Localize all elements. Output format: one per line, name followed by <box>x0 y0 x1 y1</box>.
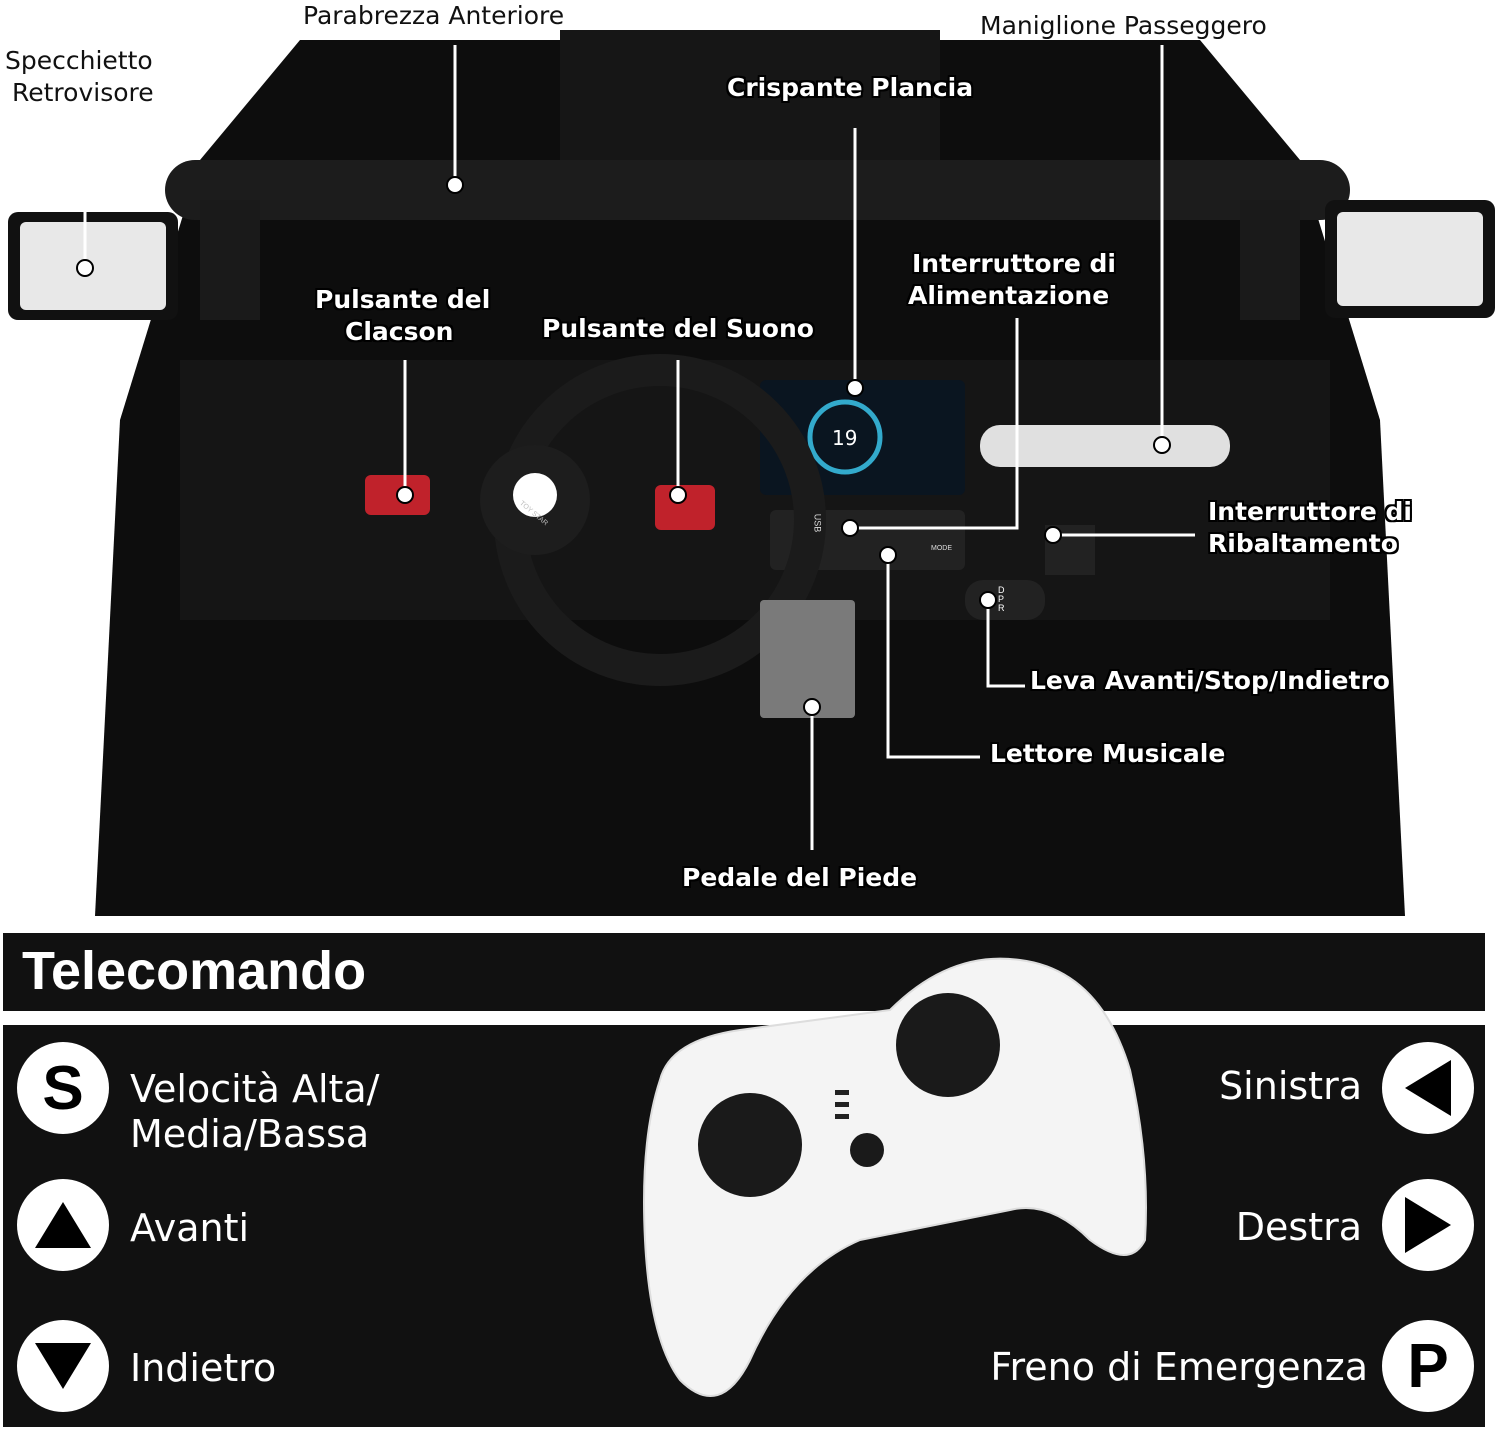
foot-pedal <box>760 600 855 718</box>
passenger-handle <box>980 425 1230 467</box>
left-label: Sinistra <box>1219 1064 1362 1108</box>
label-windshield: Parabrezza Anteriore <box>303 1 565 30</box>
speed-label-1: Velocità Alta/ <box>130 1067 380 1111</box>
mode-label: MODE <box>931 545 952 552</box>
speed-button <box>850 1133 884 1167</box>
right-triangle-icon <box>1382 1179 1474 1271</box>
left-joystick <box>698 1093 802 1197</box>
right-joystick <box>896 993 1000 1097</box>
remote-title: Telecomando <box>22 941 367 1001</box>
label-mirror-2: Retrovisore <box>12 78 154 107</box>
up-triangle-icon <box>17 1179 109 1271</box>
car-dashboard-photo <box>8 30 1495 916</box>
label-tilt-2: Ribaltamento <box>1208 529 1398 558</box>
label-horn-1: Pulsante del <box>315 285 491 314</box>
left-triangle-icon <box>1382 1042 1474 1134</box>
mirror-right <box>1325 200 1495 318</box>
label-horn-2: Clacson <box>345 317 454 346</box>
label-handle: Maniglione Passeggero <box>980 11 1267 40</box>
backward-label: Indietro <box>130 1346 277 1390</box>
speed-label-2: Media/Bassa <box>130 1112 370 1156</box>
callout-lines <box>83 45 1195 850</box>
gear-lever <box>965 580 1045 620</box>
label-music: Lettore Musicale <box>990 739 1226 768</box>
remote-controller-image <box>643 957 1147 1397</box>
label-power-1: Interruttore di <box>912 249 1116 278</box>
label-dashboard: Crispante Plancia <box>727 73 974 102</box>
speed-readout: 19 <box>832 426 858 450</box>
brake-label: Freno di Emergenza <box>990 1345 1368 1389</box>
label-mirror-1: Specchietto <box>5 46 153 75</box>
forward-label: Avanti <box>130 1206 250 1250</box>
gear-letters: D P R <box>998 585 1005 613</box>
down-triangle-icon <box>17 1320 109 1412</box>
label-power-2: Alimentazione <box>908 281 1110 310</box>
label-lever: Leva Avanti/Stop/Indietro <box>1030 666 1390 695</box>
brake-p-icon: P <box>1382 1320 1474 1412</box>
remote-header <box>3 933 1485 1011</box>
label-sound: Pulsante del Suono <box>542 314 814 343</box>
right-label: Destra <box>1235 1205 1362 1249</box>
usb-label: USB <box>812 513 823 533</box>
speed-s-icon: S <box>17 1042 109 1134</box>
label-tilt-1: Interruttore di <box>1208 497 1412 526</box>
label-pedal: Pedale del Piede <box>682 863 918 892</box>
